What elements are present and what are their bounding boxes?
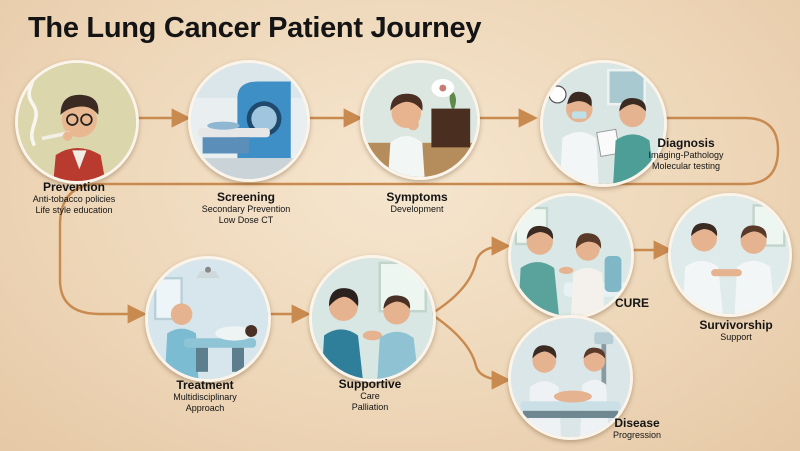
prevention-illustration <box>15 60 139 184</box>
prevention-label: Prevention Anti-tobacco policies Life st… <box>14 180 134 216</box>
progression-label: Disease Progression <box>592 416 682 441</box>
page-title: The Lung Cancer Patient Journey <box>28 12 482 44</box>
cure-illustration <box>508 193 634 319</box>
treatment-illustration <box>145 256 271 382</box>
screening-label: Screening Secondary Prevention Low Dose … <box>186 190 306 226</box>
progression-detail-1: Progression <box>612 430 662 440</box>
diagnosis-detail-1: Imaging-Pathology <box>648 150 724 160</box>
progression-title: Disease <box>614 416 660 430</box>
treatment-title: Treatment <box>176 378 234 392</box>
progression-illustration <box>508 315 633 440</box>
supportive-illustration <box>309 255 436 382</box>
diagnosis-detail-2: Molecular testing <box>651 161 721 171</box>
screening-illustration <box>188 60 310 182</box>
screening-detail-2: Low Dose CT <box>218 215 274 225</box>
treatment-label: Treatment Multidisciplinary Approach <box>145 378 265 414</box>
survivorship-detail-1: Support <box>720 332 752 342</box>
survivorship-illustration <box>668 193 792 317</box>
supportive-detail-2: Palliation <box>351 402 389 412</box>
prevention-detail-1: Anti-tobacco policies <box>32 194 116 204</box>
supportive-title: Supportive <box>338 377 402 391</box>
supportive-detail-1: Care <box>360 391 380 401</box>
cure-title: CURE <box>614 296 649 310</box>
survivorship-label: Survivorship Support <box>686 318 786 343</box>
cure-label: CURE <box>592 296 672 310</box>
arrow-diagnosis-treatment <box>58 116 780 324</box>
symptoms-illustration <box>360 60 480 180</box>
symptoms-label: Symptoms Development <box>357 190 477 215</box>
supportive-label: Supportive Care Palliation <box>310 377 430 413</box>
screening-detail-1: Secondary Prevention <box>201 204 291 214</box>
prevention-title: Prevention <box>42 180 105 194</box>
diagnosis-illustration <box>540 60 667 187</box>
diagnosis-label: Diagnosis Imaging-Pathology Molecular te… <box>626 136 746 172</box>
prevention-detail-2: Life style education <box>35 205 113 215</box>
arrow-supportive-progression <box>430 313 511 390</box>
treatment-detail-2: Approach <box>185 403 225 413</box>
screening-title: Screening <box>216 190 276 204</box>
survivorship-title: Survivorship <box>699 318 773 332</box>
symptoms-title: Symptoms <box>386 190 448 204</box>
diagnosis-title: Diagnosis <box>657 136 715 150</box>
arrow-supportive-cure <box>430 236 511 316</box>
symptoms-detail-1: Development <box>390 204 444 214</box>
treatment-detail-1: Multidisciplinary <box>173 392 237 402</box>
